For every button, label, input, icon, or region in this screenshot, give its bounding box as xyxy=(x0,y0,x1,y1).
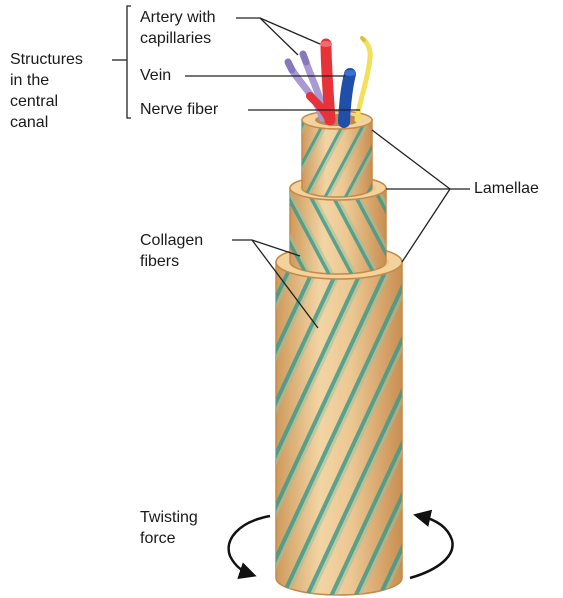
twist-arrow-right xyxy=(410,516,453,578)
structures-bracket xyxy=(127,6,131,118)
artery-leader-capillary xyxy=(236,18,298,55)
label-twisting-2: force xyxy=(140,529,176,549)
inner-lamella xyxy=(302,111,372,197)
twist-arrow-left xyxy=(229,516,270,574)
label-artery-1: Artery with xyxy=(140,8,216,28)
label-structures-4: canal xyxy=(10,113,48,133)
lamellae-leader-inner xyxy=(372,130,470,189)
label-twisting-1: Twisting xyxy=(140,508,198,528)
label-collagen-1: Collagen xyxy=(140,231,203,251)
label-structures-3: central xyxy=(10,92,58,112)
label-vein: Vein xyxy=(140,66,171,86)
label-nerve-fiber: Nerve fiber xyxy=(140,100,218,120)
artery-leader-artery xyxy=(260,18,320,44)
lamellae-leader-outer xyxy=(402,189,450,262)
label-structures-2: in the xyxy=(10,71,49,91)
label-artery-2: capillaries xyxy=(140,29,211,49)
label-structures-1: Structures xyxy=(10,50,83,70)
label-collagen-2: fibers xyxy=(140,252,179,272)
label-lamellae: Lamellae xyxy=(474,179,539,199)
